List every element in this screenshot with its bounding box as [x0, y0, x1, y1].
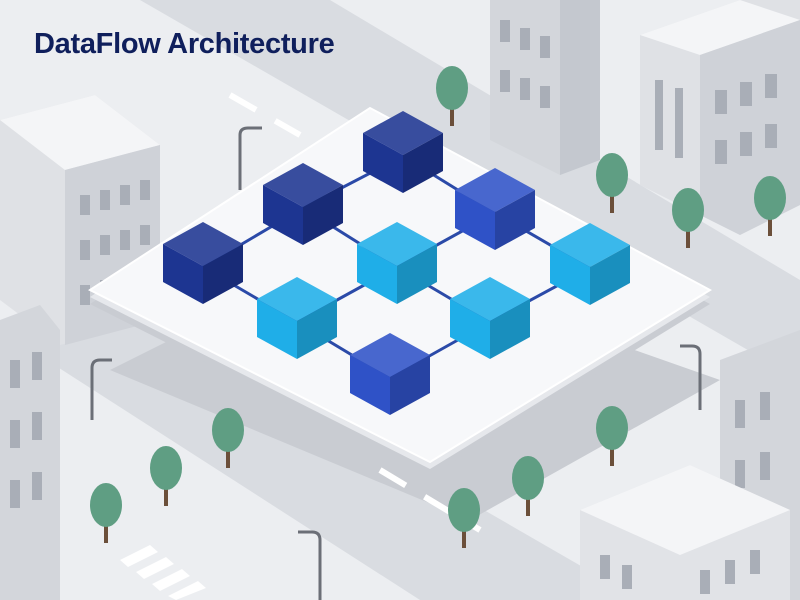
tree [150, 446, 182, 506]
trees [90, 66, 786, 548]
tree [672, 188, 704, 248]
building-top-right [640, 0, 800, 235]
tree [512, 456, 544, 516]
node-cube-n3 [455, 168, 535, 250]
tree [212, 408, 244, 468]
building-bottom-center [580, 465, 790, 600]
page-title: DataFlow Architecture [34, 28, 335, 60]
node-cube-n4 [163, 222, 243, 304]
node-cube-n7 [257, 277, 337, 359]
tree [448, 488, 480, 548]
tree [596, 153, 628, 213]
building-top-center [490, 0, 600, 175]
node-cube-n2 [263, 163, 343, 245]
tree [90, 483, 122, 543]
crosswalk [120, 545, 206, 600]
tree [596, 406, 628, 466]
building-bottom-left [0, 305, 60, 600]
street-lamps [90, 126, 702, 600]
road-marking [378, 467, 482, 533]
node-cube-n1 [363, 111, 443, 193]
tree [436, 66, 468, 126]
node-cube-n9 [350, 333, 430, 415]
node-cube-n5 [357, 222, 437, 304]
tree [754, 176, 786, 236]
diagram-nodes [163, 111, 630, 415]
node-cube-n8 [450, 277, 530, 359]
node-cube-n6 [550, 223, 630, 305]
road-marking [228, 92, 302, 138]
